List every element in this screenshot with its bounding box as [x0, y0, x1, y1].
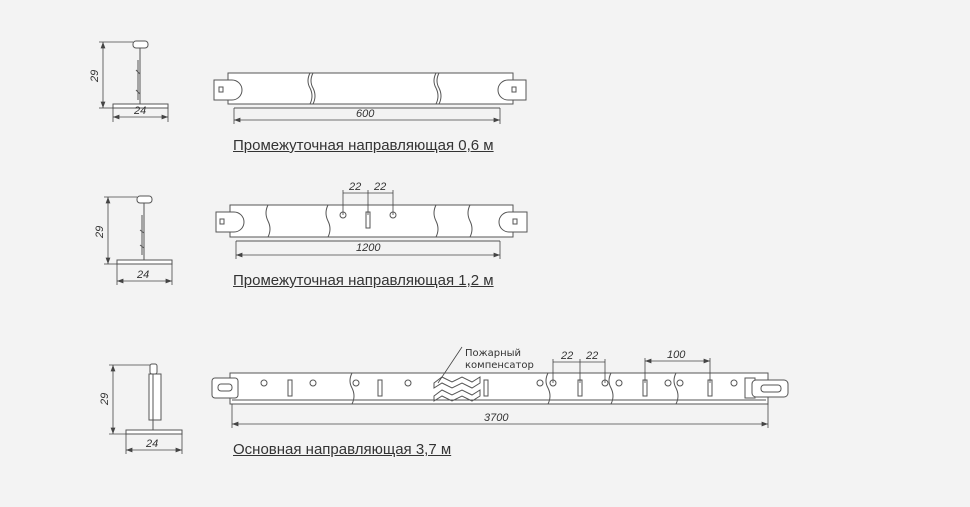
- spacing-label: 22: [585, 350, 598, 362]
- rail-title: Промежуточная направляющая 0,6 м: [233, 137, 494, 154]
- pitch-label: 100: [667, 349, 686, 361]
- note-line: компенсатор: [465, 360, 534, 371]
- cross-section-1: 29 24: [89, 40, 169, 122]
- rail-3700: Пожарный компенсатор 22 22 100 3700: [211, 346, 789, 428]
- length-label: 600: [356, 108, 375, 120]
- cross-section-2: 29 24: [94, 195, 173, 285]
- width-label: 24: [136, 269, 149, 281]
- length-label: 3700: [484, 412, 509, 424]
- rail-title: Промежуточная направляющая 1,2 м: [233, 272, 494, 289]
- length-label: 1200: [356, 242, 381, 254]
- cross-section-3: 29 24: [99, 363, 183, 454]
- fire-compensator: [433, 376, 481, 402]
- spacing-label: 22: [560, 350, 573, 362]
- slots: [287, 379, 713, 397]
- rail-600: 600: [213, 72, 527, 124]
- holes: [260, 379, 738, 387]
- note-line: Пожарный: [465, 348, 521, 359]
- height-label: 29: [94, 226, 106, 239]
- height-label: 29: [99, 393, 111, 406]
- width-label: 24: [145, 438, 158, 450]
- width-label: 24: [133, 105, 146, 117]
- rail-1200: 22 22 1200: [215, 181, 528, 259]
- spacing-label: 22: [373, 181, 386, 193]
- spacing-label: 22: [348, 181, 361, 193]
- height-label: 29: [89, 70, 101, 83]
- rail-title: Основная направляющая 3,7 м: [233, 441, 452, 458]
